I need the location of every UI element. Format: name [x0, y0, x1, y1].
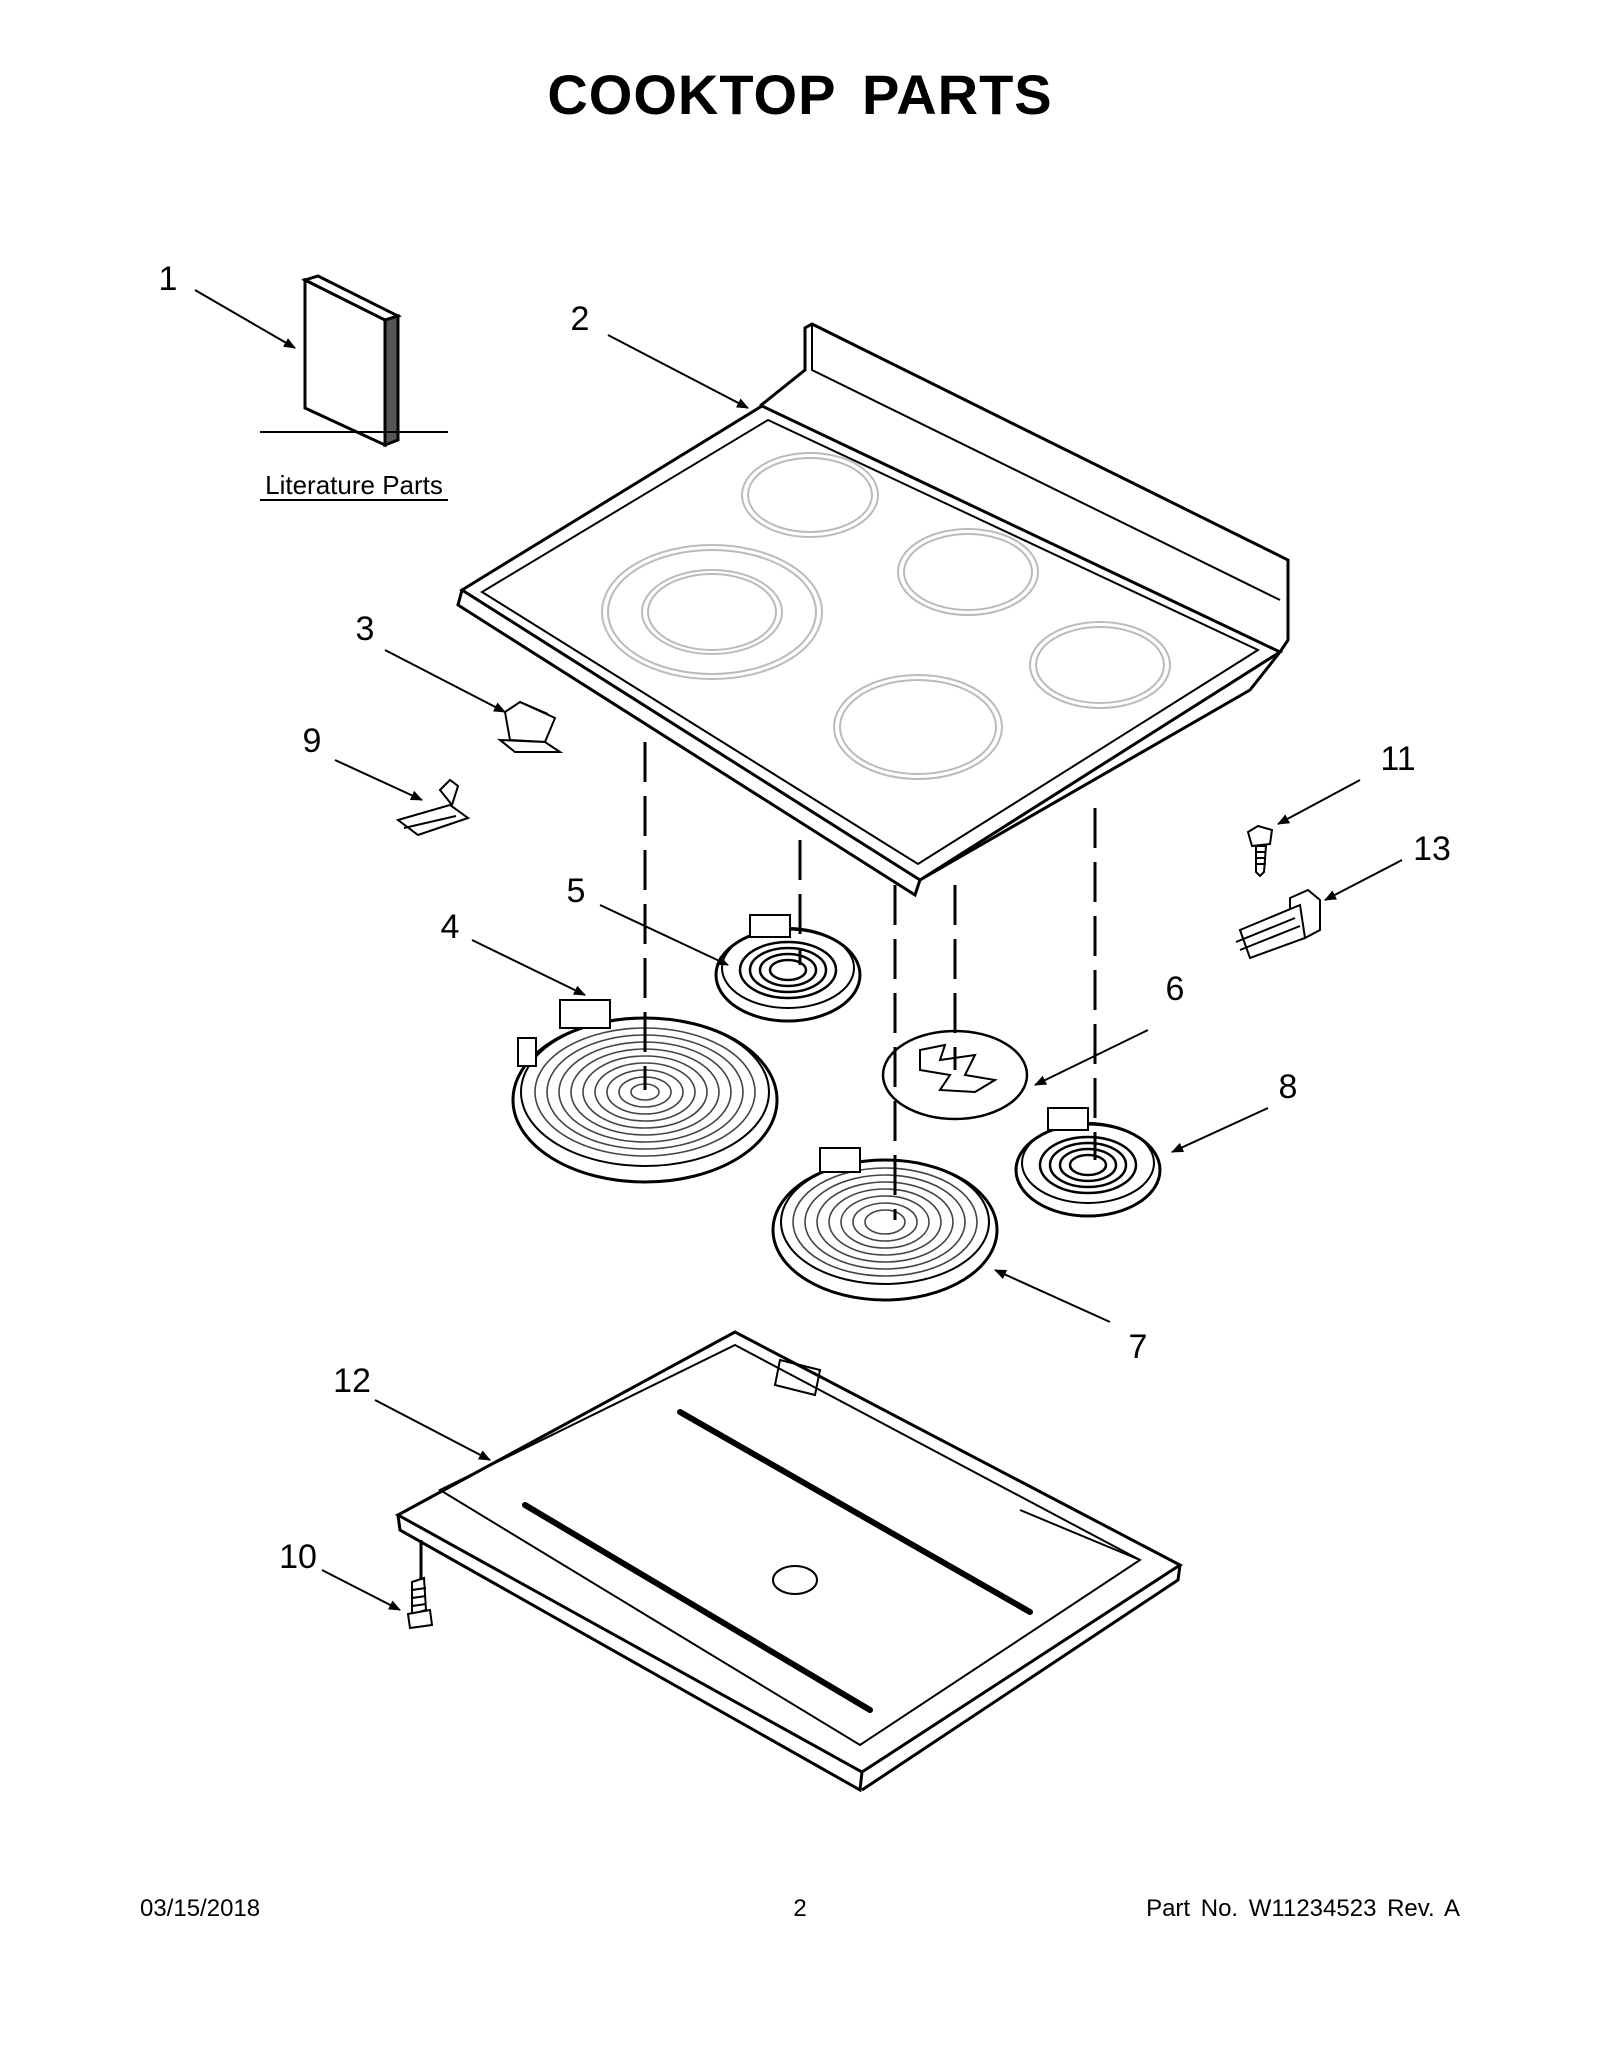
screw — [1246, 824, 1274, 878]
surface-element-medium — [771, 1147, 999, 1302]
footer-part-number: Part No. W11234523 Rev. A — [1146, 1895, 1460, 1922]
surface-element-small — [714, 914, 862, 1023]
callout-4: 4 — [441, 908, 460, 946]
footer-date: 03/15/2018 — [140, 1895, 261, 1922]
insulator-disc — [881, 1029, 1029, 1121]
retainer-clip — [395, 778, 471, 837]
callout-1: 1 — [159, 260, 178, 298]
callout-6: 6 — [1166, 970, 1185, 1008]
callout-10: 10 — [279, 1538, 317, 1576]
cooktop-pan — [394, 1330, 1183, 1793]
leader-arrows — [194, 289, 1403, 1611]
callout-2: 2 — [571, 300, 590, 338]
callout-12: 12 — [333, 1362, 371, 1400]
callout-7: 7 — [1129, 1328, 1148, 1366]
surface-element-large — [511, 999, 779, 1184]
callout-3: 3 — [356, 610, 375, 648]
literature-booklet — [300, 274, 403, 448]
surface-element-small-right — [1014, 1107, 1162, 1218]
cooktop-bracket — [1235, 888, 1321, 960]
callout-13: 13 — [1413, 830, 1451, 868]
pan-screw — [406, 1576, 434, 1630]
callout-5: 5 — [567, 872, 586, 910]
literature-parts-label: Literature Parts — [265, 470, 443, 500]
callout-8: 8 — [1279, 1068, 1298, 1106]
callout-11: 11 — [1380, 740, 1415, 778]
footer-page-number: 2 — [793, 1895, 807, 1922]
callout-9: 9 — [303, 722, 322, 760]
support-bracket — [496, 700, 564, 753]
assembly-lines — [419, 742, 1097, 1580]
cooktop-glass — [456, 322, 1290, 898]
page-title: COOKTOP PARTS — [547, 63, 1053, 126]
